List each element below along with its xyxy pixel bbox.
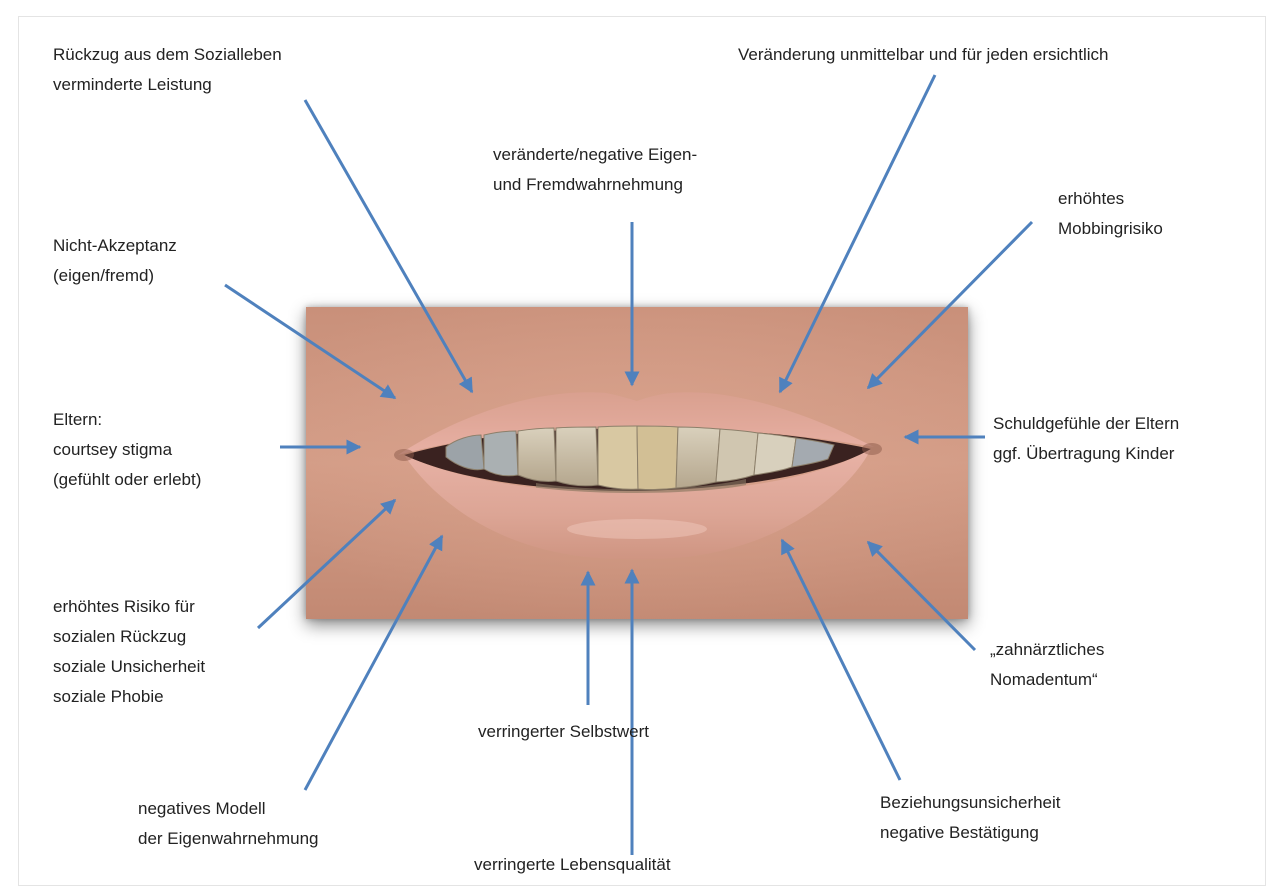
label-nomadentum-line1: „zahnärztliches (990, 635, 1104, 665)
label-beziehung-line1: Beziehungsunsicherheit (880, 788, 1061, 818)
label-modell-line1: negatives Modell (138, 794, 319, 824)
arrow-risiko (258, 500, 395, 628)
arrow-mobbing (868, 222, 1032, 388)
label-risiko-line3: soziale Unsicherheit (53, 652, 205, 682)
label-mobbing: erhöhtes Mobbingrisiko (1058, 184, 1163, 244)
label-mobbing-line2: Mobbingrisiko (1058, 214, 1163, 244)
label-lebensqualitaet-line1: verringerte Lebensqualität (474, 850, 671, 880)
label-schuld-line2: ggf. Übertragung Kinder (993, 439, 1179, 469)
label-veraenderung-line1: Veränderung unmittelbar und für jeden er… (738, 40, 1108, 70)
label-eltern-line2: courtsey stigma (53, 435, 201, 465)
arrow-nomadentum (868, 542, 975, 650)
label-beziehung: Beziehungsunsicherheit negative Bestätig… (880, 788, 1061, 848)
label-eltern-line1: Eltern: (53, 405, 201, 435)
label-veraenderung: Veränderung unmittelbar und für jeden er… (738, 40, 1108, 70)
label-risiko-line1: erhöhtes Risiko für (53, 592, 205, 622)
label-nicht-akzeptanz-line1: Nicht-Akzeptanz (53, 231, 177, 261)
label-selbstwert: verringerter Selbstwert (478, 717, 649, 747)
label-risiko-line4: soziale Phobie (53, 682, 205, 712)
label-nomadentum-line2: Nomadentum“ (990, 665, 1104, 695)
label-risiko-line2: sozialen Rückzug (53, 622, 205, 652)
label-eltern-line3: (gefühlt oder erlebt) (53, 465, 201, 495)
label-rueckzug-line1: Rückzug aus dem Sozialleben (53, 40, 282, 70)
label-wahrnehmung-line2: und Fremdwahrnehmung (493, 170, 697, 200)
label-wahrnehmung: veränderte/negative Eigen- und Fremdwahr… (493, 140, 697, 200)
label-schuld-line1: Schuldgefühle der Eltern (993, 409, 1179, 439)
arrow-rueckzug (305, 100, 472, 392)
label-nicht-akzeptanz: Nicht-Akzeptanz (eigen/fremd) (53, 231, 177, 291)
label-beziehung-line2: negative Bestätigung (880, 818, 1061, 848)
label-modell-line2: der Eigenwahrnehmung (138, 824, 319, 854)
label-rueckzug-line2: verminderte Leistung (53, 70, 282, 100)
label-nomadentum: „zahnärztliches Nomadentum“ (990, 635, 1104, 695)
label-rueckzug: Rückzug aus dem Sozialleben verminderte … (53, 40, 282, 100)
label-wahrnehmung-line1: veränderte/negative Eigen- (493, 140, 697, 170)
label-mobbing-line1: erhöhtes (1058, 184, 1163, 214)
label-lebensqualitaet: verringerte Lebensqualität (474, 850, 671, 880)
label-modell: negatives Modell der Eigenwahrnehmung (138, 794, 319, 854)
label-selbstwert-line1: verringerter Selbstwert (478, 717, 649, 747)
arrow-modell (305, 536, 442, 790)
label-eltern: Eltern: courtsey stigma (gefühlt oder er… (53, 405, 201, 495)
arrow-nicht-akzeptanz (225, 285, 395, 398)
arrow-beziehung (782, 540, 900, 780)
label-risiko: erhöhtes Risiko für sozialen Rückzug soz… (53, 592, 205, 712)
label-nicht-akzeptanz-line2: (eigen/fremd) (53, 261, 177, 291)
label-schuld: Schuldgefühle der Eltern ggf. Übertragun… (993, 409, 1179, 469)
